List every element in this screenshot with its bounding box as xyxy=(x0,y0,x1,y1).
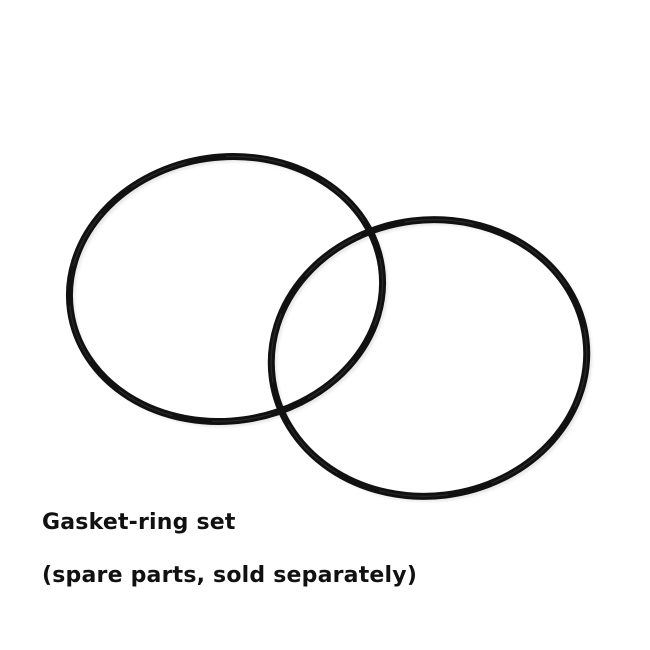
right-gasket-ring-highlight xyxy=(270,219,588,497)
right-gasket-ring xyxy=(267,216,591,500)
caption-title: Gasket-ring set xyxy=(42,510,236,535)
caption-subtitle: (spare parts, sold separately) xyxy=(42,563,418,588)
right-ring-shadow xyxy=(271,220,593,502)
left-ring-shadow xyxy=(69,156,389,428)
left-gasket-ring xyxy=(65,152,387,426)
left-gasket-ring-highlight xyxy=(68,155,384,423)
